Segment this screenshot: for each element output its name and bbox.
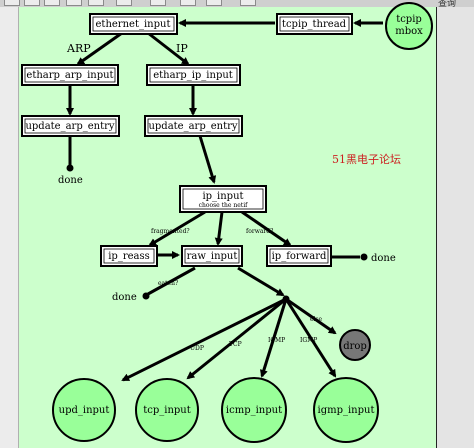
box-ip-reass-label: ip_reass [108, 251, 150, 262]
circle-tcpip-mbox-line1: tcpip [396, 14, 422, 25]
box-raw-input[interactable]: raw_input [181, 245, 243, 267]
box-ethernet-input[interactable]: ethernet_input [89, 13, 178, 35]
box-ip-input[interactable]: ip_input choose the netif [179, 185, 267, 213]
box-tcpip-thread-label: tcpip_thread [282, 19, 347, 30]
box-update-arp-entry-left[interactable]: update_arp_entry [21, 115, 120, 137]
box-update-arp-entry-right-label: update_arp_entry [148, 121, 237, 132]
toolbar-button[interactable] [206, 0, 222, 6]
box-ip-input-sublabel: choose the netif [199, 202, 248, 209]
arrow-raw-to-done [147, 266, 196, 296]
toolbar-button[interactable] [66, 0, 82, 6]
circle-drop-label: drop [343, 341, 367, 352]
toolbar-search-label[interactable]: 查询 [437, 0, 456, 9]
box-update-arp-entry-right[interactable]: update_arp_entry [144, 115, 243, 137]
arrow-ethernet-to-ip [147, 31, 190, 66]
arrow-branch-to-tcp [186, 297, 287, 380]
arrow-update-to-ip-input [198, 135, 217, 184]
box-tcpip-thread[interactable]: tcpip_thread [276, 13, 353, 35]
label-arp: ARP [66, 42, 91, 55]
arrow-branch-to-icmp [259, 298, 288, 378]
arrow-ip-input-to-raw [214, 211, 224, 246]
process-boxes: ethernet_input tcpip_thread etharp_arp_i… [21, 13, 353, 267]
label-icmp: ICMP [268, 337, 285, 344]
circle-igmp-input-label: igmp_input [318, 405, 375, 416]
circle-tcp-input-label: tcp_input [143, 405, 191, 416]
toolbar-button[interactable] [180, 0, 196, 6]
junction-dots [66, 164, 368, 303]
toolbar-button[interactable] [44, 0, 60, 6]
arrow-raw-to-branch [237, 266, 285, 297]
label-done-raw: done [112, 292, 137, 303]
circle-udp-input-label: upd_input [59, 405, 110, 416]
box-ip-forward[interactable]: ip_forward [266, 245, 332, 267]
box-raw-input-label: raw_input [187, 251, 238, 262]
label-udp: UDP [190, 345, 204, 352]
label-fragmented: fragmented? [151, 228, 190, 235]
right-panel [436, 7, 474, 448]
arrow-branch-to-igmp [284, 298, 337, 378]
toolbar-button[interactable] [150, 0, 166, 6]
circle-udp-input[interactable]: upd_input [52, 378, 116, 442]
done-dot-raw [142, 292, 150, 300]
circle-icmp-input[interactable]: icmp_input [221, 377, 287, 443]
toolbar-button[interactable] [116, 0, 132, 6]
arrow-ip-input-to-reass [148, 210, 206, 247]
box-ethernet-input-label: ethernet_input [96, 19, 171, 30]
box-ip-forward-label: ip_forward [272, 251, 327, 262]
toolbar-button[interactable] [88, 0, 104, 6]
label-tcp: TCP [229, 341, 242, 348]
box-etharp-arp-input[interactable]: etharp_arp_input [21, 64, 119, 86]
box-etharp-ip-input-label: etharp_ip_input [153, 70, 233, 81]
toolbar-button[interactable] [24, 0, 40, 6]
done-dot-forward [360, 253, 368, 261]
label-done-forward: done [371, 253, 396, 264]
label-ip: IP [176, 42, 188, 55]
flow-arrows [66, 19, 383, 382]
circle-icmp-input-label: icmp_input [226, 405, 282, 416]
box-ip-reass[interactable]: ip_reass [100, 245, 158, 267]
terminal-circles: tcpip mbox drop upd_input tcp_input icmp… [52, 2, 433, 443]
box-ip-input-label: ip_input [202, 191, 243, 202]
toolbar-button[interactable] [240, 0, 256, 6]
arrow-ip-input-to-forward [241, 210, 292, 247]
watermark-text: 51黑电子论坛 [332, 152, 401, 166]
branch-dot [282, 295, 290, 303]
circle-tcpip-mbox[interactable]: tcpip mbox [385, 2, 433, 50]
label-forward: forward? [246, 228, 273, 235]
edge-labels: ARP IP done fragmented? forward? done ea… [58, 42, 396, 352]
left-panel [0, 7, 19, 448]
arrow-branch-to-udp [121, 297, 287, 382]
circle-tcpip-mbox-line2: mbox [395, 26, 423, 37]
box-etharp-arp-input-label: etharp_arp_input [26, 70, 113, 81]
box-update-arp-entry-left-label: update_arp_entry [25, 121, 114, 132]
arrow-ethernet-to-arp [76, 31, 123, 66]
circle-tcp-input[interactable]: tcp_input [135, 378, 199, 442]
label-igmp: IGMP [300, 337, 317, 344]
arrow-branch-to-drop [285, 297, 337, 335]
label-done-arp: done [58, 175, 83, 186]
label-else: else [310, 316, 323, 323]
label-eaten: eaten? [158, 280, 178, 287]
box-etharp-ip-input[interactable]: etharp_ip_input [146, 64, 241, 86]
circle-drop[interactable]: drop [339, 329, 371, 361]
done-dot-arp [66, 164, 74, 172]
toolbar-button[interactable] [4, 0, 20, 6]
circle-igmp-input[interactable]: igmp_input [313, 377, 379, 443]
